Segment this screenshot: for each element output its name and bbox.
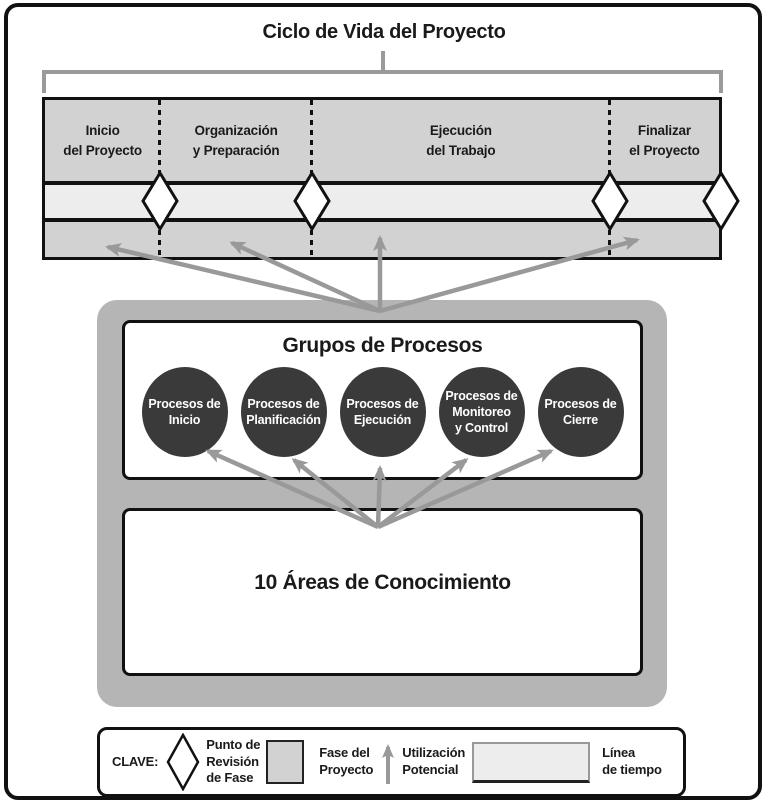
phase-divider-line [608, 100, 611, 257]
timeline-swatch [472, 741, 591, 783]
phase-cell-organizacion: Organización y Preparación [160, 100, 312, 181]
process-groups-box: Grupos de Procesos Procesos de Inicio Pr… [122, 320, 643, 480]
project-phase-swatch [266, 740, 305, 784]
process-circle-label: Procesos de Planificación [246, 396, 321, 427]
legend-box: CLAVE: Punto de Revisión de Fase Fase de… [97, 727, 686, 797]
timeline-legend-label: Línea de tiempo [602, 745, 662, 777]
process-circle-ejecucion: Procesos de Ejecución [339, 367, 426, 457]
phase-label: Inicio del Proyecto [63, 122, 142, 158]
phase-gate-legend-label: Punto de Revisión de Fase [206, 736, 261, 786]
phase-label: Organización y Preparación [192, 122, 280, 158]
process-circle-label: Procesos de Ejecución [346, 396, 419, 427]
timeline-strip [45, 181, 719, 222]
knowledge-areas-title: 10 Áreas de Conocimiento [254, 571, 511, 594]
phase-cell-finalizar: Finalizar el Proyecto [610, 100, 719, 181]
phase-gate-diamond-icon [166, 733, 200, 791]
process-circle-label: Procesos de Inicio [148, 396, 221, 427]
process-circles-row: Procesos de Inicio Procesos de Planifica… [125, 367, 640, 457]
project-phase-legend-label: Fase del Proyecto [319, 745, 374, 777]
phase-cell-ejecucion: Ejecución del Trabajo [312, 100, 610, 181]
knowledge-areas-box: 10 Áreas de Conocimiento [122, 508, 643, 676]
potential-use-legend-label: Utilización Potencial [402, 745, 466, 777]
phase-cells: Inicio del Proyecto Organización y Prepa… [45, 100, 719, 181]
process-circle-label: Procesos de Monitoreo y Control [445, 388, 518, 436]
process-circle-cierre: Procesos de Cierre [537, 367, 624, 457]
process-circle-planificacion: Procesos de Planificación [240, 367, 327, 457]
diagram-title: Ciclo de Vida del Proyecto [262, 21, 506, 43]
potential-use-arrow-icon [382, 744, 395, 784]
legend-label: CLAVE: [112, 753, 159, 769]
phase-band: Inicio del Proyecto Organización y Prepa… [42, 97, 722, 260]
band-bottom-strip [45, 222, 719, 257]
process-groups-title: Grupos de Procesos [282, 334, 483, 357]
process-circle-inicio: Procesos de Inicio [141, 367, 228, 457]
phase-divider-line [310, 100, 313, 257]
phase-divider-line [158, 100, 161, 257]
phase-label: Ejecución del Trabajo [426, 122, 496, 158]
phase-label: Finalizar el Proyecto [629, 122, 700, 158]
phase-cell-inicio: Inicio del Proyecto [45, 100, 160, 181]
process-circle-monitoreo: Procesos de Monitoreo y Control [438, 367, 525, 457]
process-container: Grupos de Procesos Procesos de Inicio Pr… [97, 300, 667, 707]
process-circle-label: Procesos de Cierre [544, 396, 617, 427]
